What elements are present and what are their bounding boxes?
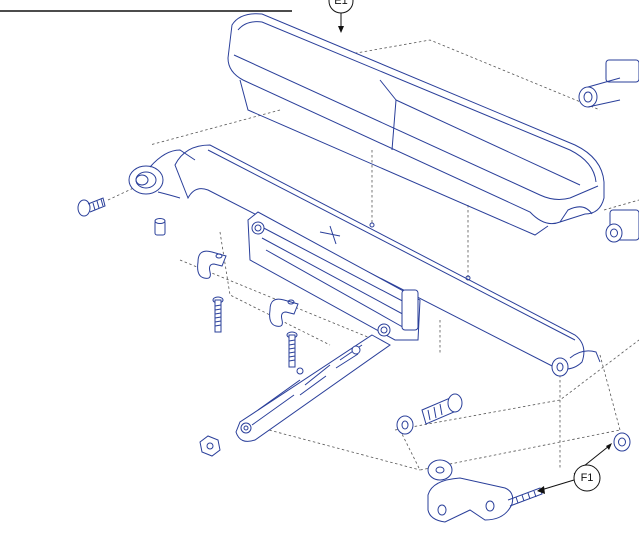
- callout-e1: E1: [328, 0, 354, 33]
- lower-clamp: [427, 477, 543, 523]
- armrest-mount-bracket: [247, 211, 421, 341]
- clamp-clip-lower: [269, 298, 299, 327]
- callout-f1-label: F1: [581, 472, 594, 484]
- shoulder-bolt: [421, 393, 463, 425]
- callout-e1-label: E1: [334, 0, 347, 7]
- long-screw-lower: [286, 331, 298, 368]
- clamp-clip-upper: [197, 250, 227, 279]
- cap-nut: [613, 432, 631, 452]
- hardware-right: [396, 393, 631, 523]
- callout-f1: F1: [537, 443, 612, 494]
- right-side-mount-parts: [578, 59, 639, 243]
- lower-support-arm: [235, 334, 391, 442]
- hardware-left: [77, 197, 299, 457]
- armrest-tube: [128, 144, 601, 377]
- hex-nut: [199, 435, 221, 457]
- washer-large: [427, 459, 453, 481]
- washer-small: [396, 415, 414, 435]
- flat-head-screw: [77, 197, 106, 217]
- armrest-pad: [227, 13, 605, 236]
- long-screw-upper: [212, 296, 224, 333]
- set-screw: [154, 218, 166, 236]
